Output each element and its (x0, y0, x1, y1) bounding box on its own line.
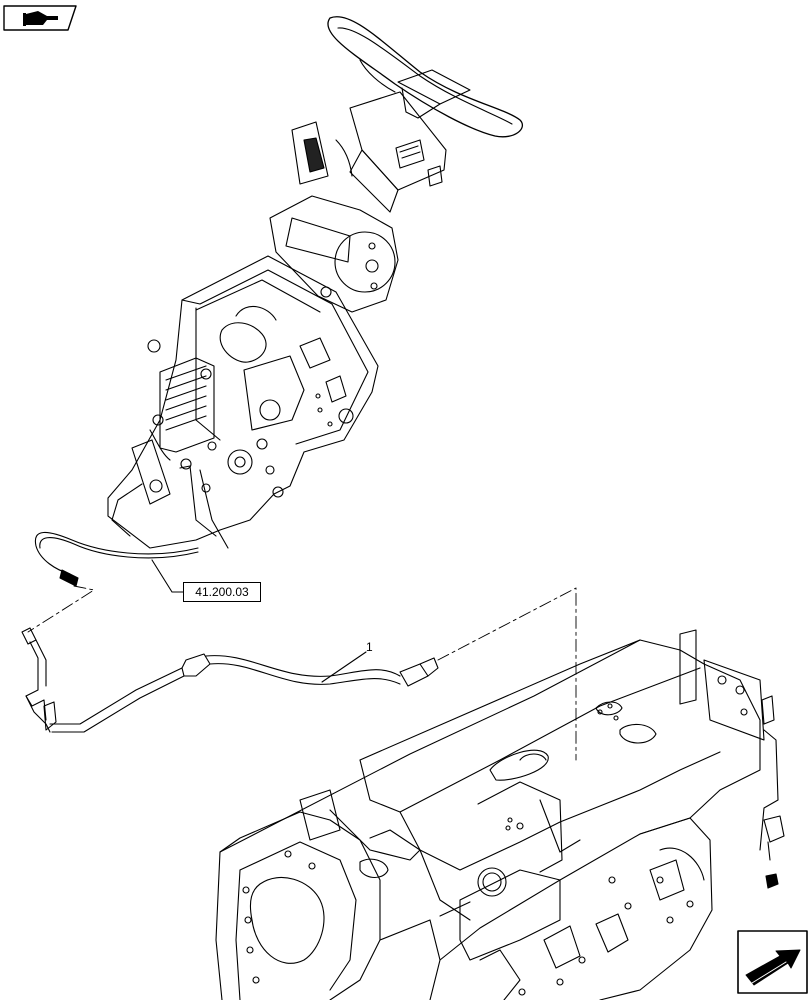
upper-brake-hose (34, 531, 199, 587)
book-hand-pointer-icon[interactable] (3, 5, 77, 31)
brake-line-pipe[interactable] (21, 627, 439, 733)
upper-column (291, 91, 447, 213)
ref-leader-line (151, 559, 184, 593)
pedal-linkage (111, 429, 229, 549)
tractor-frame (215, 629, 785, 1000)
reference-label[interactable]: 41.200.03 (183, 582, 261, 602)
connection-centerlines (27, 585, 577, 761)
column-pivot-bracket (269, 195, 399, 313)
item-leader-line (321, 651, 367, 683)
steering-wheel (327, 16, 523, 138)
next-arrow-icon[interactable] (737, 930, 808, 994)
column-body (107, 255, 379, 549)
steering-column-assembly (107, 16, 523, 549)
item-number-label: 1 (366, 640, 373, 654)
